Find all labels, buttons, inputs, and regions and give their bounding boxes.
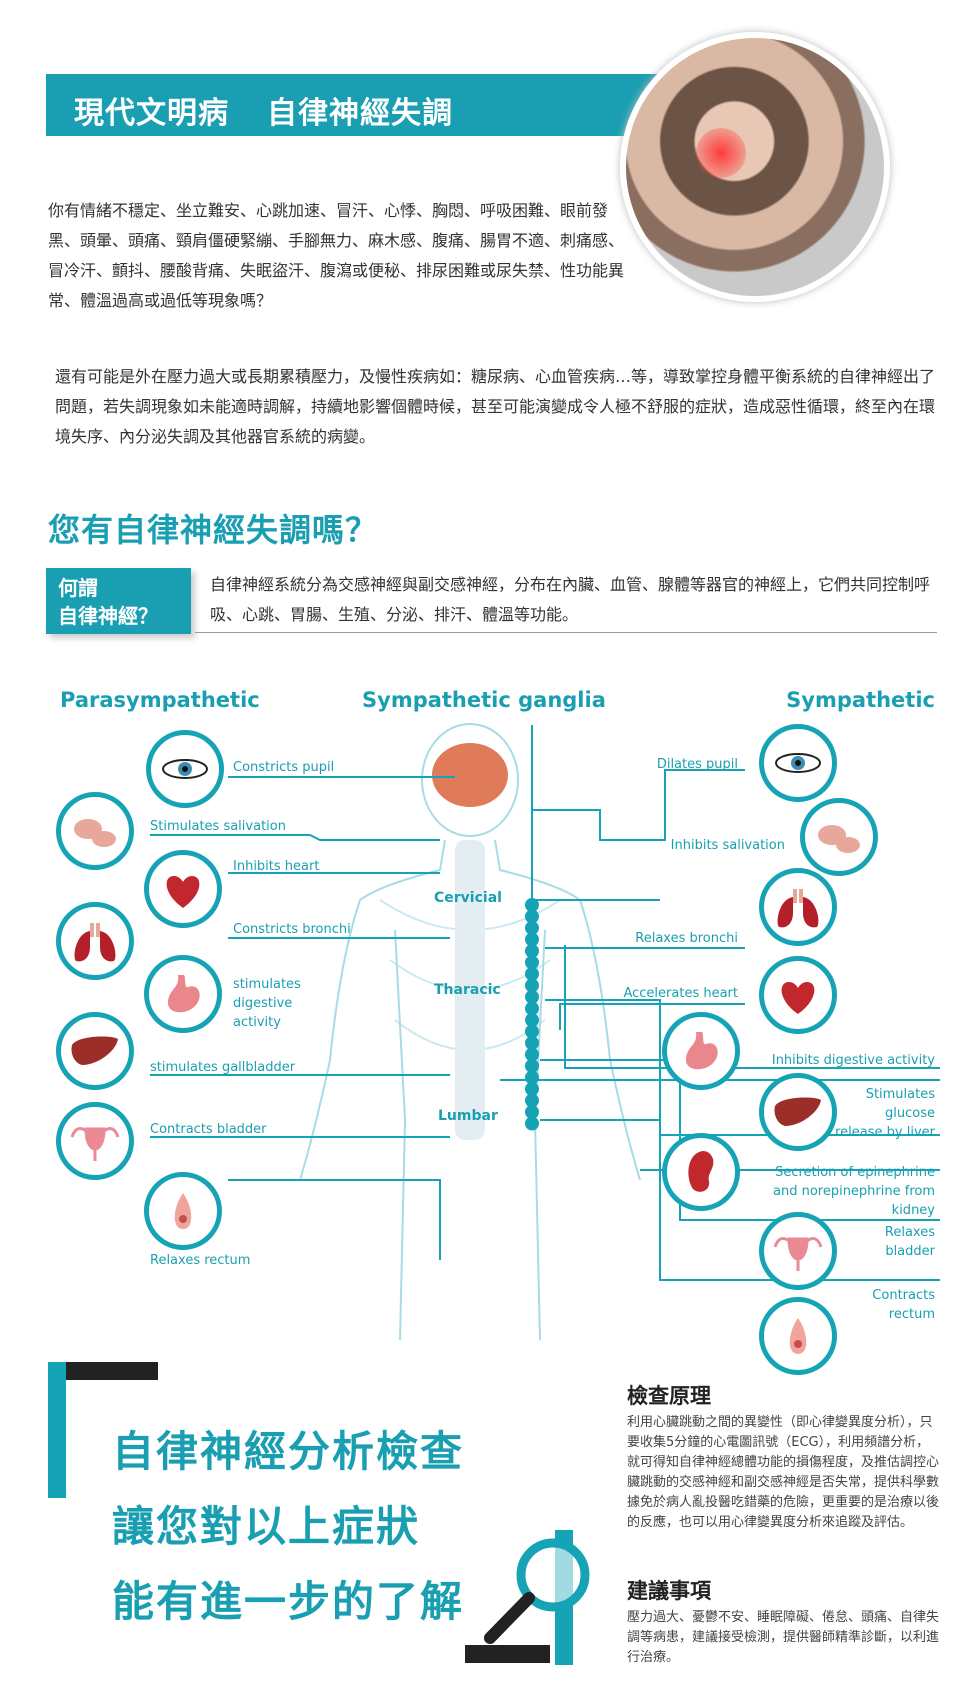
box-line2: 自律神經？	[58, 604, 158, 628]
ganglion	[525, 1013, 539, 1027]
liver-icon	[56, 1012, 134, 1090]
ganglion	[525, 944, 539, 958]
eye-icon	[759, 724, 837, 802]
definition-box: 何謂自律神經？	[46, 568, 191, 634]
label-epinephrine: Secretion of epinephrine and norepinephr…	[772, 1165, 935, 1218]
divider	[195, 632, 937, 633]
sympathetic-heading: Sympathetic	[786, 688, 935, 712]
ganglion	[525, 1047, 539, 1062]
accent-bar-side	[48, 1362, 66, 1498]
label-contracts-rectum: Contracts rectum	[872, 1288, 935, 1322]
heart-icon	[759, 956, 837, 1034]
advice-title: 建議事項	[627, 1579, 711, 1603]
ganglion	[525, 898, 539, 912]
ganglion	[525, 909, 539, 924]
label-relaxes-rectum: Relaxes rectum	[150, 1253, 251, 1268]
definition-text: 自律神經系統分為交感神經與副交感神經，分布在內臟、血管、腺體等器官的神經上，它們…	[210, 575, 931, 624]
label-relaxes-bladder: Relaxes bladder	[884, 1225, 935, 1259]
advice-text: 壓力過大、憂鬱不安、睡眠障礙、倦怠、頭痛、自律失調等病患，建議接受檢測，提供醫師…	[627, 1610, 940, 1665]
label-constricts-pupil: Constricts pupil	[233, 760, 335, 775]
stomach-icon	[144, 955, 222, 1033]
box-line1: 何謂	[58, 576, 98, 600]
label-gallbladder: stimulates gallbladder	[150, 1060, 296, 1075]
liver-icon	[759, 1073, 837, 1151]
ganglion	[525, 967, 539, 981]
label-inhibits-salivation: Inhibits salivation	[670, 838, 785, 853]
ganglion	[525, 921, 539, 935]
segment-thoracic: Tharacic	[434, 982, 501, 998]
uterus-icon	[56, 1102, 134, 1180]
ganglion	[525, 1105, 539, 1119]
ganglion	[525, 1059, 539, 1073]
label-inhibits-digestive: Inhibits digestive activity	[771, 1053, 935, 1068]
segment-lumbar: Lumbar	[438, 1108, 498, 1124]
promo-line2: 讓您對以上症狀	[112, 1502, 421, 1551]
kidney-icon	[662, 1133, 740, 1211]
lungs-icon	[56, 902, 134, 980]
ganglion	[525, 1093, 539, 1108]
brain-icon	[432, 743, 508, 807]
promo-line3: 能有進一步的了解	[112, 1577, 465, 1626]
label-accelerates-heart: Accelerates heart	[623, 986, 738, 1001]
rectum-icon	[759, 1297, 837, 1375]
promo-line1: 自律神經分析檢查	[112, 1427, 465, 1476]
lungs-icon	[759, 868, 837, 946]
ganglion	[525, 1036, 539, 1050]
ganglion	[525, 932, 539, 947]
pain-glow	[696, 128, 746, 178]
ganglion	[525, 978, 539, 993]
label-constricts-bronchi: Constricts bronchi	[233, 922, 351, 937]
label-glucose-release: Stimulates glucose release by liver	[835, 1087, 935, 1140]
ganglion	[525, 990, 539, 1004]
label-stimulates-salivation: Stimulates salivation	[150, 819, 286, 834]
causes-paragraph: 還有可能是外在壓力過大或長期累積壓力，及慢性疾病如：糖尿病、心血管疾病…等，導致…	[55, 367, 936, 446]
heart-icon	[144, 850, 222, 928]
principle-text: 利用心臟跳動之間的異變性（即心律變異度分析），只要收集5分鐘的心電圖訊號（ECG…	[627, 1415, 940, 1530]
ganglion	[525, 1024, 539, 1039]
principle-title: 檢查原理	[627, 1384, 711, 1408]
label-inhibits-heart: Inhibits heart	[233, 859, 320, 874]
ganglion	[525, 1001, 539, 1016]
ganglia-chain	[525, 898, 539, 1131]
ganglia-heading: Sympathetic ganglia	[362, 688, 606, 712]
label-dilates-pupil: Dilates pupil	[656, 757, 738, 772]
label-contracts-bladder: Contracts bladder	[150, 1122, 267, 1137]
salivary-gland-icon	[800, 798, 878, 876]
section-heading: 您有自律神經失調嗎？	[48, 511, 379, 549]
label-relaxes-bronchi: Relaxes bronchi	[635, 931, 738, 946]
headache-woman-photo	[620, 32, 890, 302]
stomach-icon	[662, 1012, 740, 1090]
ganglion	[525, 1082, 539, 1096]
label-digestive-activity: stimulates digestive activity	[233, 977, 301, 1030]
segment-cervical: Cervicial	[434, 890, 502, 906]
ganglion	[525, 1116, 539, 1131]
parasympathetic-heading: Parasympathetic	[60, 688, 260, 712]
eye-icon	[146, 730, 224, 808]
uterus-icon	[759, 1212, 837, 1290]
salivary-gland-icon	[56, 792, 134, 870]
title-banner: 現代文明病 自律神經失調	[46, 74, 696, 136]
title-part1: 現代文明病	[74, 96, 229, 131]
ganglion	[525, 955, 539, 970]
magnifier-icon	[465, 1530, 590, 1665]
rectum-icon	[144, 1172, 222, 1250]
body-outline	[299, 723, 641, 1340]
title-part2: 自律神經失調	[267, 96, 453, 131]
spinal-cord	[455, 840, 485, 1140]
accent-bar-top	[48, 1362, 158, 1380]
symptoms-paragraph: 你有情緒不穩定、坐立難安、心跳加速、冒汗、心悸、胸悶、呼吸困難、眼前發黑、頭暈、…	[48, 201, 625, 310]
